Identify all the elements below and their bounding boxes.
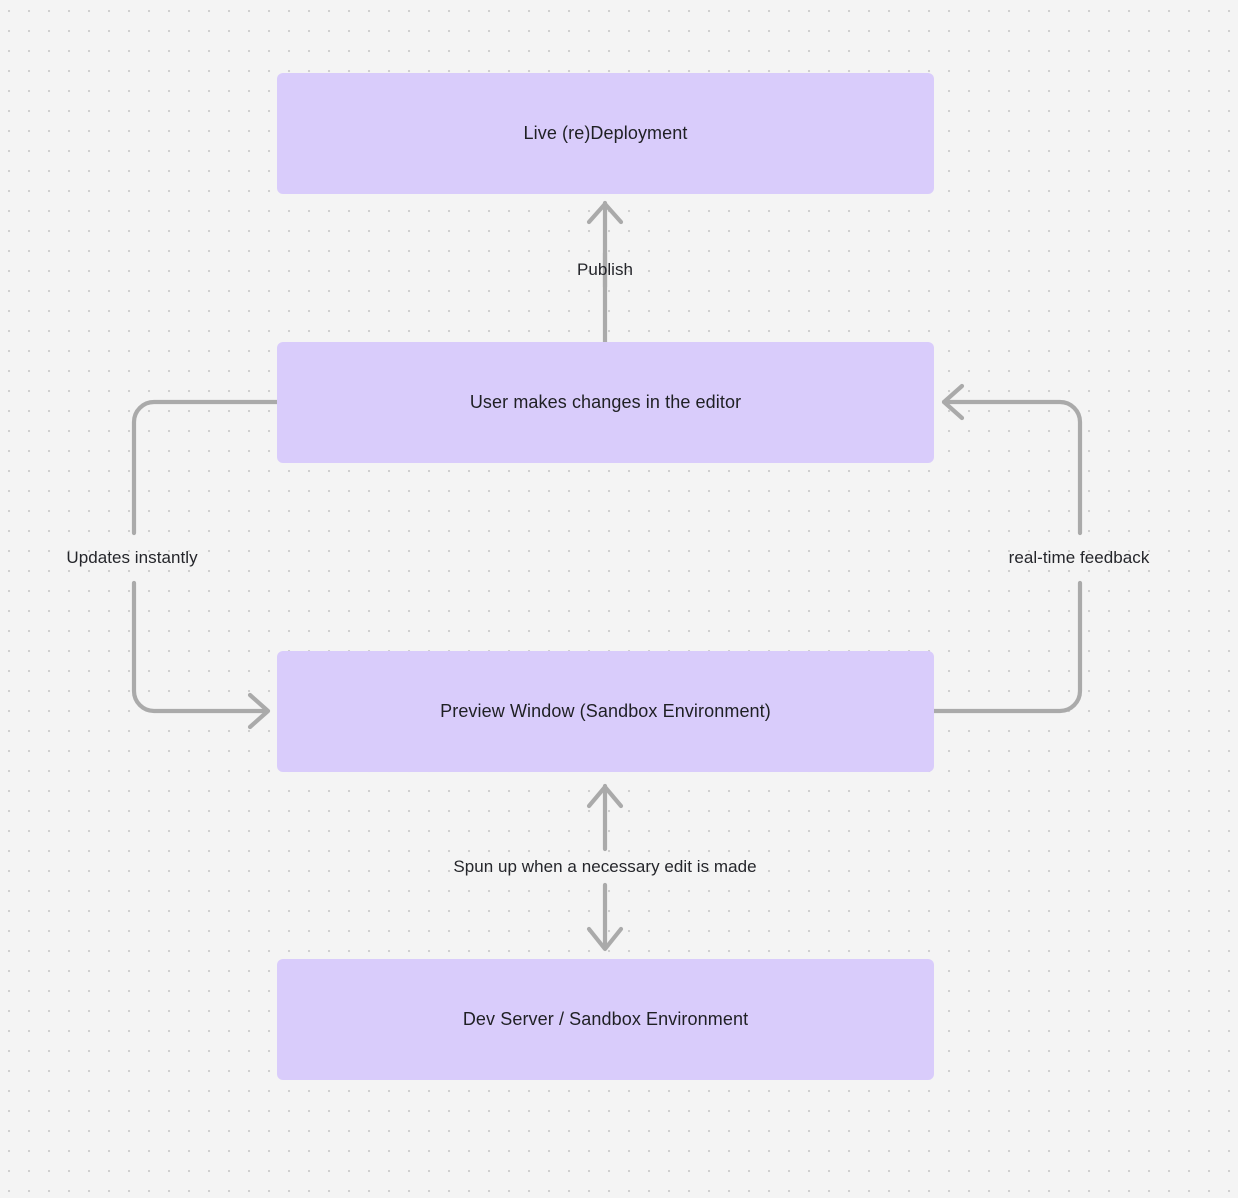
node-label: Dev Server / Sandbox Environment: [462, 1008, 749, 1029]
edge-label-real-time-feedback: real-time feedback: [1008, 548, 1150, 567]
node-label: Preview Window (Sandbox Environment): [440, 700, 771, 721]
edge-label-updates-instantly: Updates instantly: [66, 548, 198, 567]
node-label: Live (re)Deployment: [523, 122, 688, 143]
node-user-edits[interactable]: User makes changes in the editor: [277, 342, 934, 463]
node-preview-window[interactable]: Preview Window (Sandbox Environment): [277, 651, 934, 772]
node-dev-server[interactable]: Dev Server / Sandbox Environment: [277, 959, 934, 1080]
node-label: User makes changes in the editor: [469, 391, 742, 412]
edge-label-publish: Publish: [576, 260, 634, 279]
node-live-deployment[interactable]: Live (re)Deployment: [277, 73, 934, 194]
edge-label-spun-up: Spun up when a necessary edit is made: [453, 857, 757, 876]
